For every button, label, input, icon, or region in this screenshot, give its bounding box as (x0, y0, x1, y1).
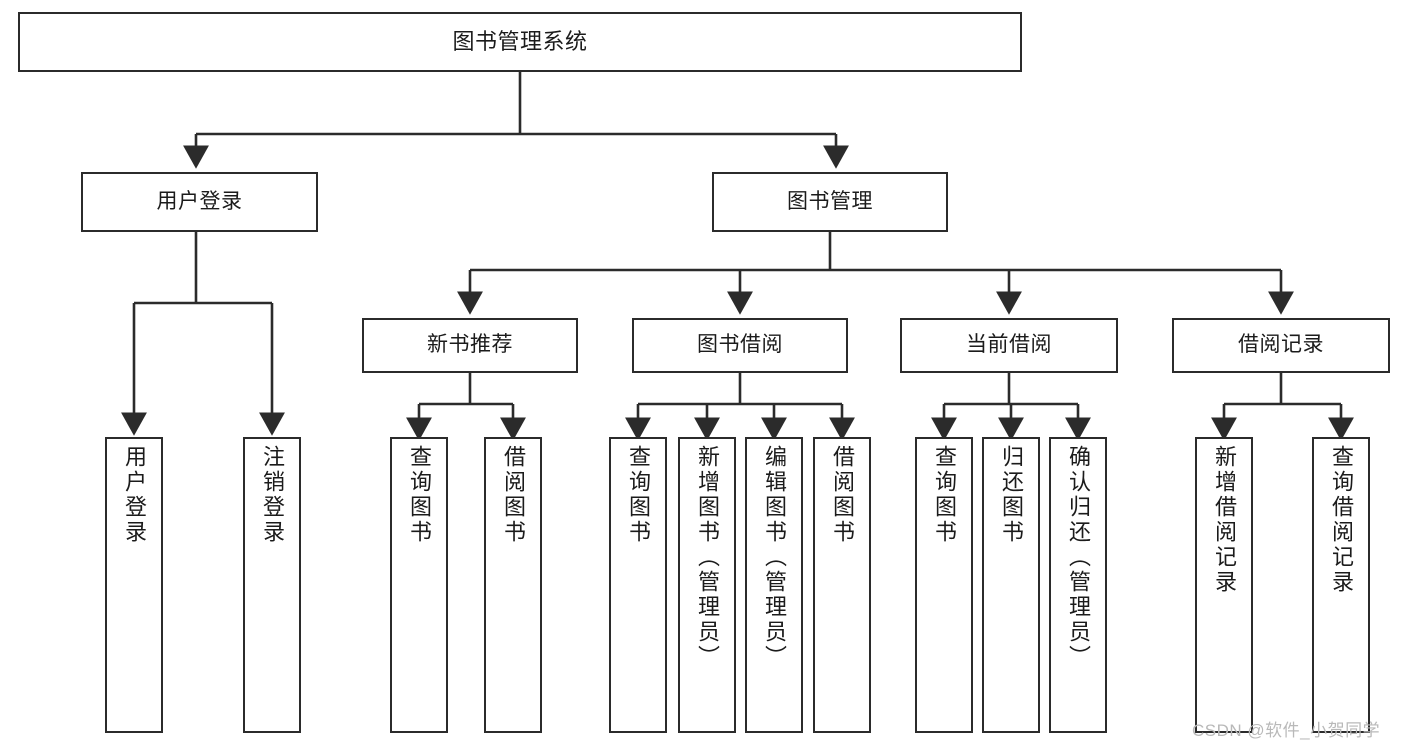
leaf-current-query-book[interactable]: 查询图书 (915, 437, 973, 733)
node-label: 借阅图书 (830, 445, 855, 545)
node-label: 用户登录 (156, 189, 243, 213)
leaf-borrow-add-book[interactable]: 新增图书（管理员） (678, 437, 736, 733)
node-new-book-recommend[interactable]: 新书推荐 (362, 318, 578, 373)
leaf-borrow-borrow-book[interactable]: 借阅图书 (813, 437, 871, 733)
leaf-record-query-record[interactable]: 查询借阅记录 (1312, 437, 1370, 733)
leaf-record-add-record[interactable]: 新增借阅记录 (1195, 437, 1253, 733)
node-label: 归还图书 (999, 445, 1024, 545)
leaf-borrow-query-book[interactable]: 查询图书 (609, 437, 667, 733)
leaf-recommend-borrow-book[interactable]: 借阅图书 (484, 437, 542, 733)
node-label: 查询图书 (626, 445, 651, 545)
node-borrow-record[interactable]: 借阅记录 (1172, 318, 1390, 373)
node-label: 用户登录 (122, 445, 147, 545)
node-current-borrow[interactable]: 当前借阅 (900, 318, 1118, 373)
node-label: 当前借阅 (966, 333, 1052, 357)
leaf-user-login-signin[interactable]: 用户登录 (105, 437, 163, 733)
node-label: 图书管理 (787, 189, 873, 213)
node-label: 新增图书（管理员） (695, 445, 720, 670)
leaf-recommend-query-book[interactable]: 查询图书 (390, 437, 448, 733)
node-label: 图书管理系统 (452, 29, 588, 55)
leaf-current-return-book[interactable]: 归还图书 (982, 437, 1040, 733)
node-label: 查询图书 (407, 445, 432, 545)
node-label: 图书借阅 (697, 333, 783, 357)
node-label: 编辑图书（管理员） (762, 445, 787, 670)
node-label: 确认归还（管理员） (1066, 445, 1091, 670)
node-user-login[interactable]: 用户登录 (81, 172, 318, 232)
node-label: 借阅图书 (501, 445, 526, 545)
node-book-borrow[interactable]: 图书借阅 (632, 318, 848, 373)
leaf-borrow-edit-book[interactable]: 编辑图书（管理员） (745, 437, 803, 733)
node-label: 借阅记录 (1238, 333, 1324, 357)
node-root-system[interactable]: 图书管理系统 (18, 12, 1022, 72)
node-label: 新增借阅记录 (1212, 445, 1237, 595)
leaf-current-confirm-return[interactable]: 确认归还（管理员） (1049, 437, 1107, 733)
node-book-management[interactable]: 图书管理 (712, 172, 948, 232)
node-label: 新书推荐 (427, 333, 513, 357)
watermark-text: CSDN @软件_小贺同学 (1192, 721, 1381, 740)
node-label: 注销登录 (260, 445, 285, 545)
leaf-user-login-signout[interactable]: 注销登录 (243, 437, 301, 733)
node-label: 查询借阅记录 (1329, 445, 1354, 595)
node-label: 查询图书 (932, 445, 957, 545)
